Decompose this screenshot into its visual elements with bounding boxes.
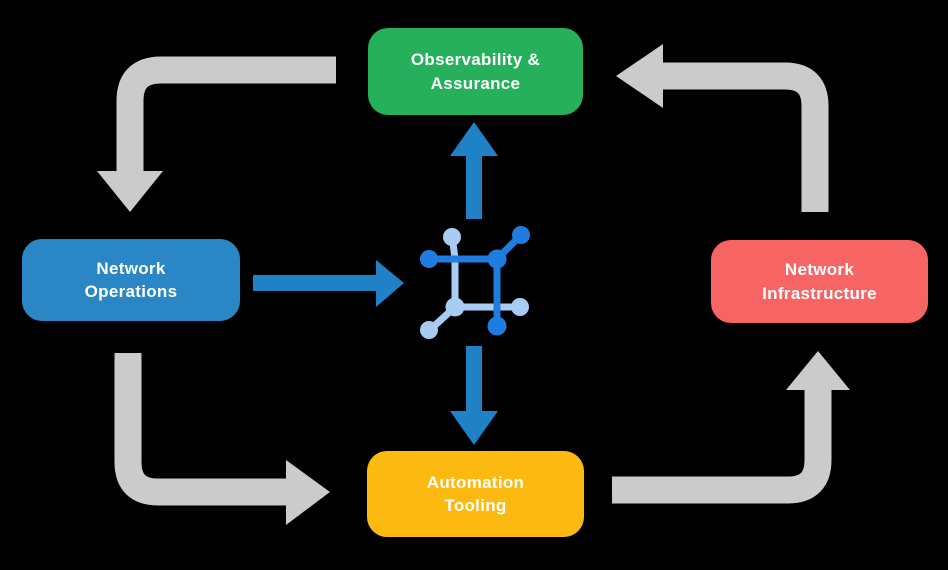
arrowhead-left: [616, 44, 663, 108]
icon-node-dot: [487, 249, 507, 269]
arrowhead-right: [286, 460, 330, 525]
icon-node-dot: [445, 297, 465, 317]
icon-node-dot: [512, 226, 530, 244]
icon-node-dot: [511, 298, 529, 316]
icon-node-dot: [487, 316, 507, 336]
arrow-operations-to-automation: [114, 353, 330, 525]
network-mesh-icon: [420, 226, 530, 339]
node-automation-tooling: Automation Tooling: [367, 451, 584, 537]
network-mesh-icon-dark-parts: [420, 226, 530, 336]
arrow-shaft: [612, 389, 832, 504]
icon-node-dot: [443, 228, 461, 246]
node-label: Observability & Assurance: [410, 50, 541, 93]
node-label: Automation Tooling: [426, 472, 525, 515]
arrow-automation-to-infrastructure: [612, 351, 850, 504]
node-label: Network Operations: [84, 258, 178, 301]
arrow-infrastructure-to-observability: [616, 44, 829, 212]
arrowhead-up: [786, 351, 850, 390]
node-observability-assurance: Observability & Assurance: [368, 28, 583, 115]
arrow-shaft: [662, 62, 829, 212]
arrow-shaft: [116, 56, 336, 173]
node-network-operations: Network Operations: [22, 239, 240, 321]
arrow-center-to-observability: [450, 122, 498, 219]
arrow-observability-to-operations: [97, 56, 336, 212]
icon-node-dot: [420, 321, 438, 339]
arrowhead-down: [97, 171, 163, 212]
node-network-infrastructure: Network Infrastructure: [711, 240, 928, 323]
icon-node-dot: [420, 250, 438, 268]
network-mesh-icon-light-parts: [420, 228, 529, 339]
arrow-shaft: [114, 353, 288, 506]
node-label: Network Infrastructure: [762, 260, 877, 303]
arrow-operations-to-center: [253, 260, 404, 307]
arrow-center-to-automation: [450, 346, 498, 445]
